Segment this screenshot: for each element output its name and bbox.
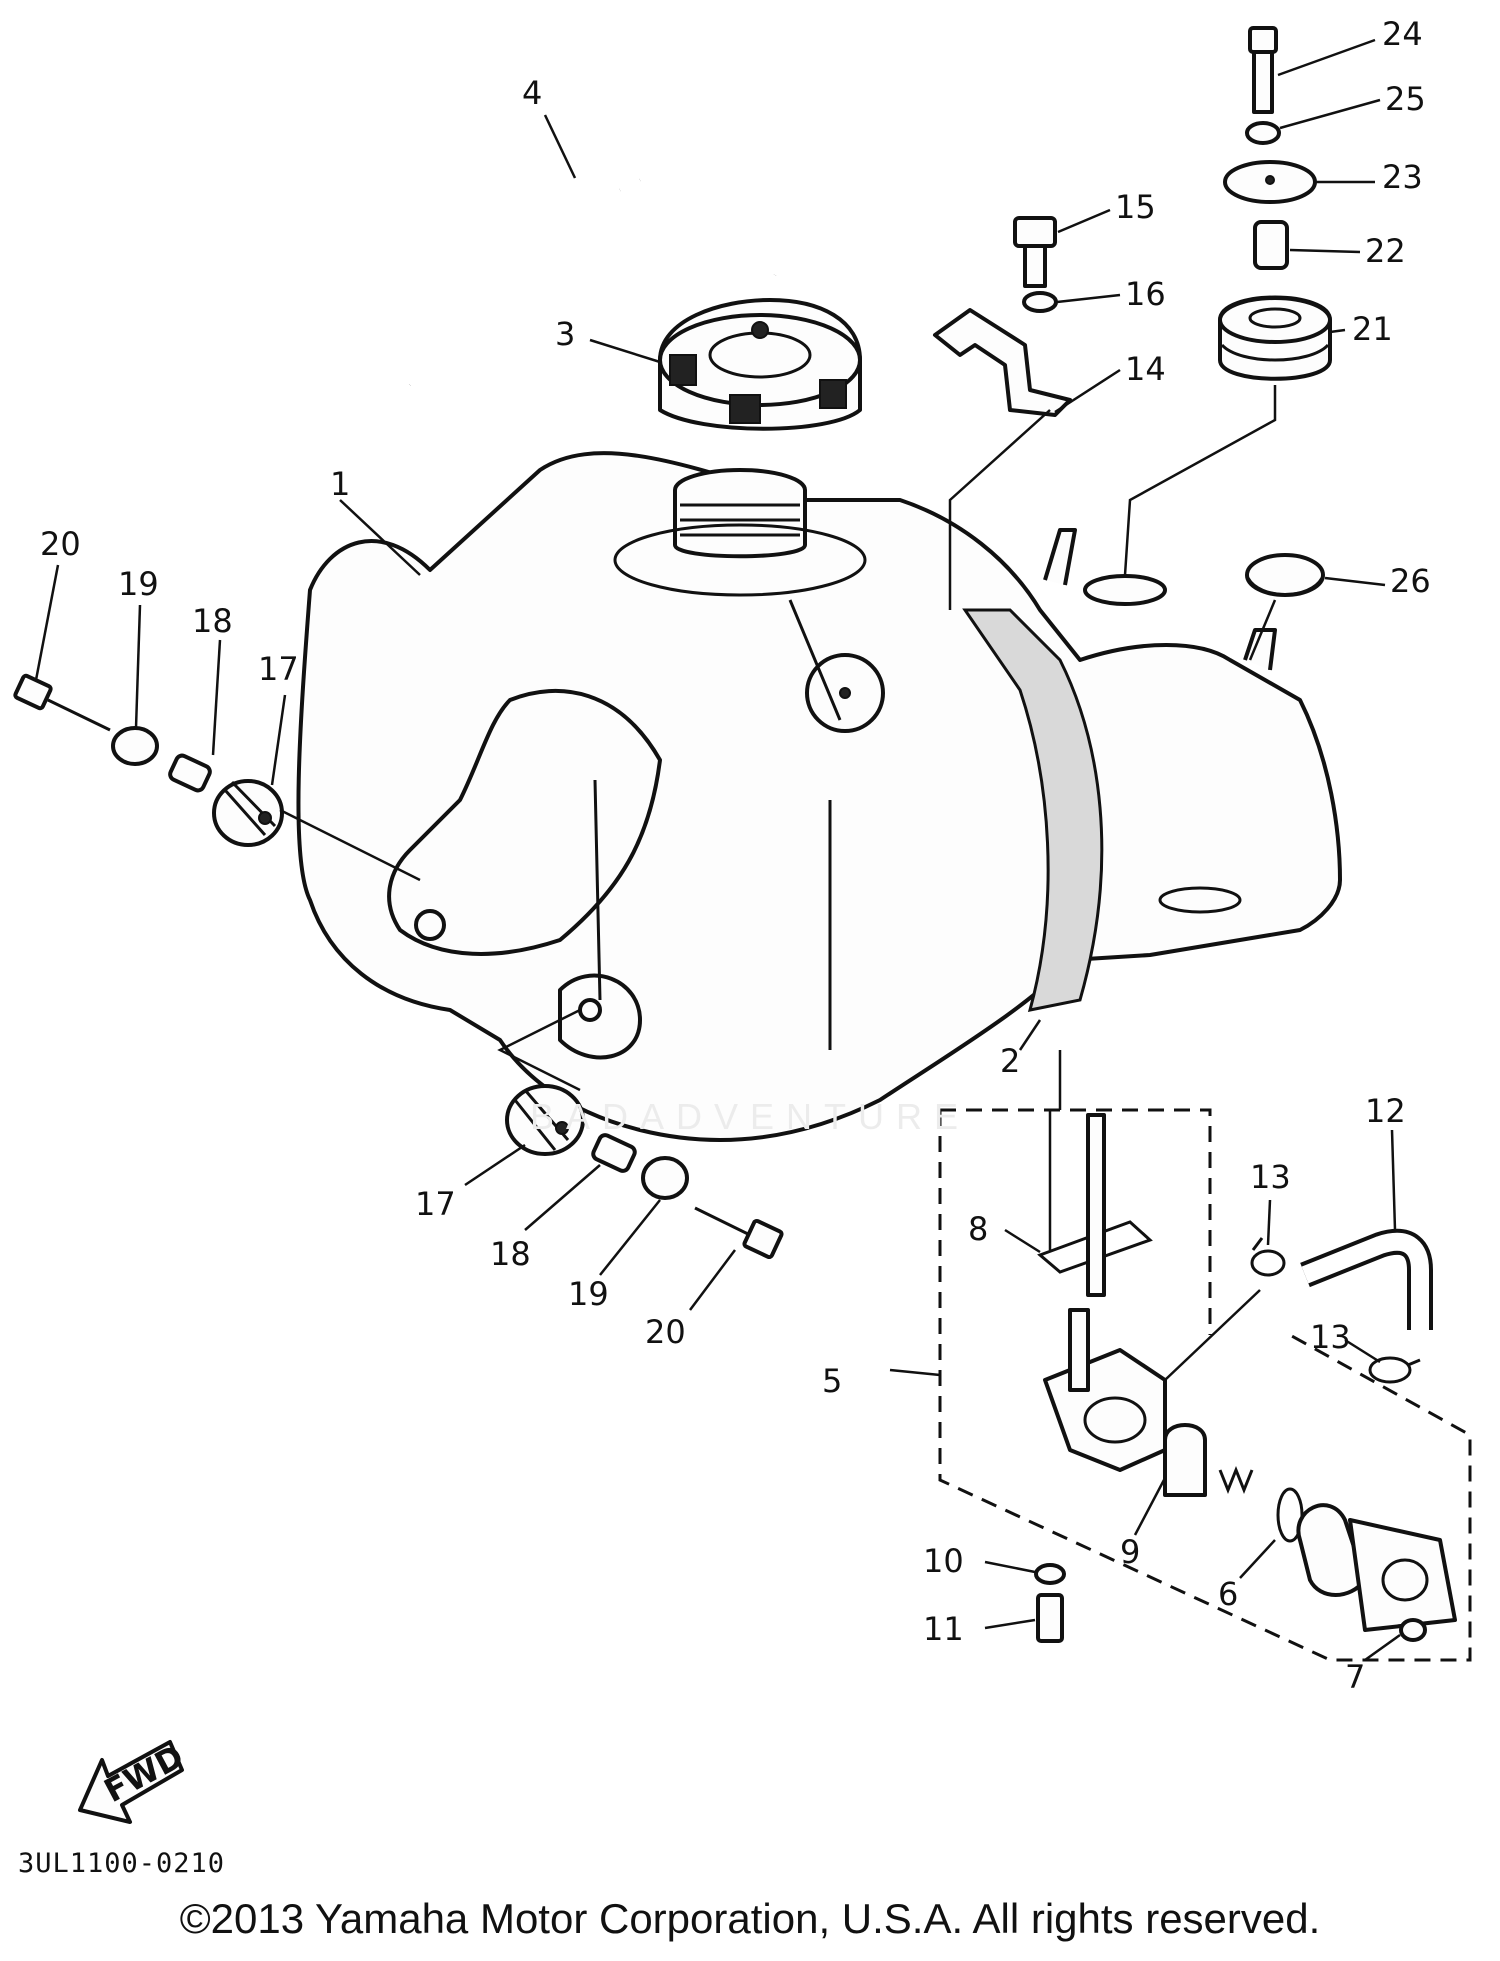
fuel-cap — [658, 298, 862, 431]
bolt-11 — [1036, 1593, 1064, 1643]
callout-label: 21 — [1352, 310, 1393, 348]
callout-label: 9 — [1120, 1533, 1140, 1571]
damper-21 — [1218, 295, 1332, 381]
screw-7 — [1399, 1618, 1427, 1642]
callout-label: 11 — [923, 1610, 964, 1648]
fwd-arrow: FWD — [78, 1737, 190, 1824]
callout-label: 6 — [1218, 1575, 1238, 1613]
washer-10 — [1034, 1563, 1066, 1585]
callout-label: 18 — [192, 602, 233, 640]
bolt-15 — [1013, 216, 1057, 288]
callout-labels: 1 2 3 4 5 6 7 8 9 10 11 12 13 13 14 15 1… — [40, 15, 1431, 1696]
breather-hose — [404, 162, 794, 390]
washer-19-lower — [641, 1156, 689, 1200]
knob-9 — [1163, 1423, 1207, 1497]
collar-22 — [1253, 220, 1289, 270]
callout-label: 23 — [1382, 158, 1423, 196]
callout-label: 25 — [1385, 80, 1426, 118]
clip-13-lower — [1368, 1356, 1421, 1384]
callout-label: 13 — [1250, 1158, 1291, 1196]
clip-13-upper — [1250, 1237, 1286, 1277]
callout-label: 12 — [1365, 1092, 1406, 1130]
callout-label: 3 — [555, 315, 575, 353]
washer-19-upper — [111, 726, 159, 766]
diagram-code: 3UL1100-0210 — [18, 1848, 226, 1879]
callout-label: 19 — [568, 1275, 609, 1313]
bolt-20-upper — [13, 673, 111, 732]
callout-label: 22 — [1365, 232, 1406, 270]
callout-label: 1 — [330, 465, 350, 503]
callout-label: 16 — [1125, 275, 1166, 313]
callout-label: 8 — [968, 1210, 988, 1248]
callout-label: 17 — [415, 1185, 456, 1223]
bolt-24 — [1248, 26, 1278, 114]
callout-label: 15 — [1115, 188, 1156, 226]
callout-label: 20 — [40, 525, 81, 563]
bracket — [933, 308, 1072, 417]
collar-18-upper — [168, 753, 212, 793]
callout-label: 5 — [822, 1362, 842, 1400]
callout-label: 19 — [118, 565, 159, 603]
callout-label: 18 — [490, 1235, 531, 1273]
fuel-hose — [1300, 1228, 1433, 1330]
callout-label: 10 — [923, 1542, 964, 1580]
callout-label: 14 — [1125, 350, 1166, 388]
tank-damper — [962, 608, 1104, 1012]
callout-label: 26 — [1390, 562, 1431, 600]
watermark-text: BADADVENTURE — [529, 1096, 971, 1137]
damper-17-lower — [505, 1084, 585, 1156]
callout-label: 2 — [1000, 1042, 1020, 1080]
collar-18-lower — [591, 1133, 637, 1173]
washer-16 — [1022, 291, 1058, 313]
callout-label: 20 — [645, 1313, 686, 1351]
cap-26 — [1245, 553, 1325, 597]
callout-label: 24 — [1382, 15, 1423, 53]
washer-23 — [1223, 160, 1317, 204]
bolt-20-lower — [694, 1206, 784, 1260]
callout-label: 7 — [1345, 1658, 1365, 1696]
fuel-cock-assembly — [938, 1108, 1472, 1662]
callout-label: 13 — [1310, 1318, 1351, 1356]
callout-label: 4 — [522, 74, 542, 112]
leader-lines — [34, 38, 1401, 1662]
fuel-tank — [296, 451, 1342, 1142]
damper-17-upper — [212, 779, 284, 847]
callout-label: 17 — [258, 650, 299, 688]
fwd-label: FWD — [98, 1737, 190, 1810]
washer-25 — [1245, 121, 1281, 145]
copyright-notice: ©2013 Yamaha Motor Corporation, U.S.A. A… — [179, 1895, 1321, 1942]
